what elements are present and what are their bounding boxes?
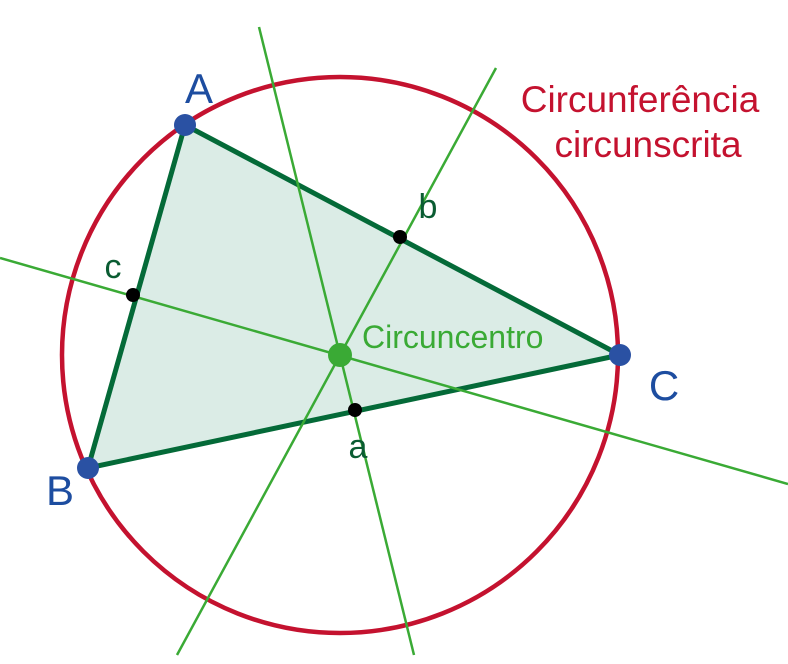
midpoint-a-label: a xyxy=(349,428,368,466)
midpoint-b-label: b xyxy=(419,188,438,226)
midpoint-b-point xyxy=(393,230,407,244)
title-line-1: Circunferência xyxy=(521,79,760,120)
vertex-a-label: A xyxy=(185,65,213,112)
vertex-b-label: B xyxy=(46,467,74,514)
vertex-c-point xyxy=(609,344,631,366)
perpendicular-bisector-through-a xyxy=(257,26,416,656)
vertex-a-point xyxy=(174,114,196,136)
midpoint-c-label: c xyxy=(105,248,122,286)
midpoint-a-point xyxy=(348,403,362,417)
vertex-b-point xyxy=(77,457,99,479)
vertex-c-label: C xyxy=(649,362,679,409)
midpoint-c-point xyxy=(126,288,140,302)
title-line-2: circunscrita xyxy=(554,124,742,165)
circumcenter-label: Circuncentro xyxy=(362,319,543,355)
circumcenter-point xyxy=(328,343,352,367)
